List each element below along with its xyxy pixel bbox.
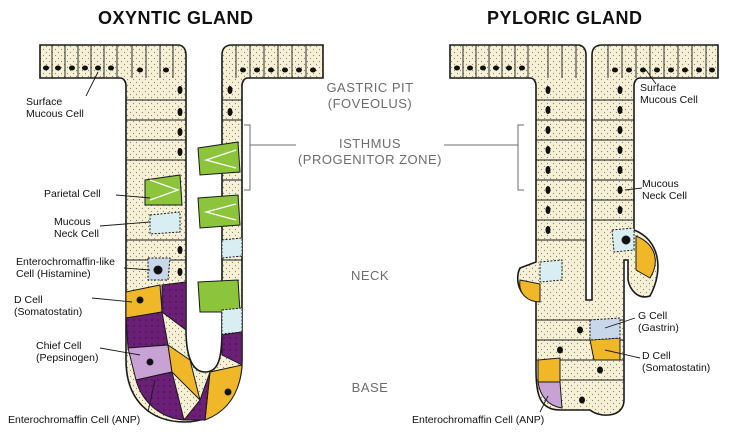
base-label: BASE — [340, 380, 400, 396]
label-line: Mucous — [642, 178, 687, 190]
chief-cell-label: Chief Cell (Pepsinogen) — [36, 340, 98, 364]
label-line: Parietal Cell — [44, 188, 101, 200]
gastric-pit-line-1: GASTRIC PIT — [320, 80, 420, 96]
oxyntic-ec-cell-label: Enterochromaffin Cell (ANP) — [8, 414, 140, 426]
label-line: Mucous Cell — [640, 94, 698, 106]
label-line: Mucous — [54, 216, 99, 228]
label-line: Surface — [640, 82, 698, 94]
pyloric-surface-mucous-cell-label: Surface Mucous Cell — [640, 82, 698, 106]
oxyntic-d-cell-label: D Cell (Somatostatin) — [14, 294, 82, 318]
ecl-cell — [148, 258, 170, 280]
label-line: Enterochromaffin-like — [16, 256, 115, 268]
isthmus-line-1: ISTHMUS — [296, 136, 444, 152]
gastric-pit-line-2: (FOVEOLUS) — [320, 96, 420, 112]
gastric-pit-label: GASTRIC PIT (FOVEOLUS) — [320, 80, 420, 112]
pyloric-mucous-neck-cell-label: Mucous Neck Cell — [642, 178, 687, 202]
parietal-cell-label: Parietal Cell — [44, 188, 101, 200]
label-line: Neck Cell — [642, 190, 687, 202]
label-line: Cell (Histamine) — [16, 268, 115, 280]
isthmus-line-2: (PROGENITOR ZONE) — [296, 152, 444, 168]
oxyntic-mucous-neck-cell-label: Mucous Neck Cell — [54, 216, 99, 240]
pyloric-ec-cell-label: Enterochromaffin Cell (ANP) — [412, 414, 544, 426]
label-line: Neck Cell — [54, 228, 99, 240]
neck-label: NECK — [340, 268, 400, 284]
oxyntic-surface-mucous-cell-label: Surface Mucous Cell — [26, 96, 84, 120]
label-line: G Cell — [638, 310, 679, 322]
label-line: Enterochromaffin Cell (ANP) — [412, 414, 544, 426]
g-cell-label: G Cell (Gastrin) — [638, 310, 679, 334]
isthmus-label: ISTHMUS (PROGENITOR ZONE) — [296, 136, 444, 168]
label-line: Mucous Cell — [26, 108, 84, 120]
label-line: Surface — [26, 96, 84, 108]
label-line: D Cell — [14, 294, 82, 306]
label-line: Enterochromaffin Cell (ANP) — [8, 414, 140, 426]
label-line: (Somatostatin) — [642, 362, 710, 374]
ecl-cell-label: Enterochromaffin-like Cell (Histamine) — [16, 256, 115, 280]
label-line: D Cell — [642, 350, 710, 362]
pyloric-d-cell-label: D Cell (Somatostatin) — [642, 350, 710, 374]
label-line: Chief Cell — [36, 340, 98, 352]
label-line: (Somatostatin) — [14, 306, 82, 318]
label-line: (Pepsinogen) — [36, 352, 98, 364]
label-line: (Gastrin) — [638, 322, 679, 334]
